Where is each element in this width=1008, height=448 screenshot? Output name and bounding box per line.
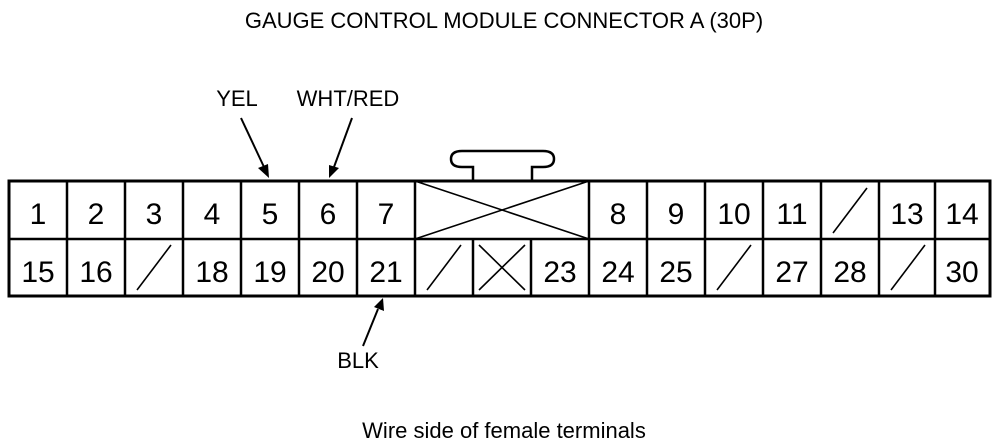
pin-label: 10 (717, 198, 750, 231)
pin-label: 5 (262, 198, 279, 231)
pin-label: 24 (601, 256, 634, 289)
diagram-title: GAUGE CONTROL MODULE CONNECTOR A (30P) (245, 8, 763, 33)
pin-label: 30 (945, 256, 978, 289)
wire-label-yel: YEL (216, 86, 258, 111)
pin-label: 21 (369, 256, 402, 289)
top-key-cavity-cross (414, 180, 590, 240)
pin-label: 23 (543, 256, 576, 289)
pin-label: 15 (21, 256, 54, 289)
unused-terminal-slash (832, 187, 868, 234)
wire-label-wht-red: WHT/RED (297, 86, 400, 111)
unused-terminal-slash (136, 244, 172, 291)
unused-terminal-slash (890, 244, 926, 291)
wire-label-blk: BLK (337, 348, 379, 373)
pin-label: 16 (79, 256, 112, 289)
arrow-wht-red (329, 117, 353, 178)
top-row-pins: 1 2 3 4 5 6 7 8 9 10 11 13 14 (30, 198, 979, 231)
pin-label: 9 (668, 198, 685, 231)
pin-label: 1 (30, 198, 47, 231)
unused-terminal-slash (716, 244, 752, 291)
unused-terminal-slash (426, 244, 462, 291)
pin-label: 3 (146, 198, 163, 231)
pin-label: 20 (311, 256, 344, 289)
blocked-terminal-cross (478, 244, 526, 291)
pin-label: 14 (945, 198, 978, 231)
bottom-row-pins: 15 16 18 19 20 21 23 24 25 27 28 30 (21, 256, 978, 289)
pin-label: 18 (195, 256, 228, 289)
pin-label: 4 (204, 198, 221, 231)
pin-label: 6 (320, 198, 337, 231)
pin-label: 7 (378, 198, 395, 231)
arrow-blk (362, 298, 384, 347)
pin-label: 19 (253, 256, 286, 289)
arrow-yel (240, 117, 269, 178)
top-row-dividers (65, 181, 937, 239)
connector-lock-tab (449, 149, 556, 181)
bottom-row-dividers (65, 239, 937, 296)
pin-label: 25 (659, 256, 692, 289)
pin-label: 8 (610, 198, 627, 231)
pin-label: 27 (775, 256, 808, 289)
pin-label: 2 (88, 198, 105, 231)
pin-label: 13 (890, 198, 923, 231)
diagram-caption: Wire side of female terminals (362, 418, 646, 443)
pin-label: 28 (833, 256, 866, 289)
pin-label: 11 (776, 198, 807, 231)
